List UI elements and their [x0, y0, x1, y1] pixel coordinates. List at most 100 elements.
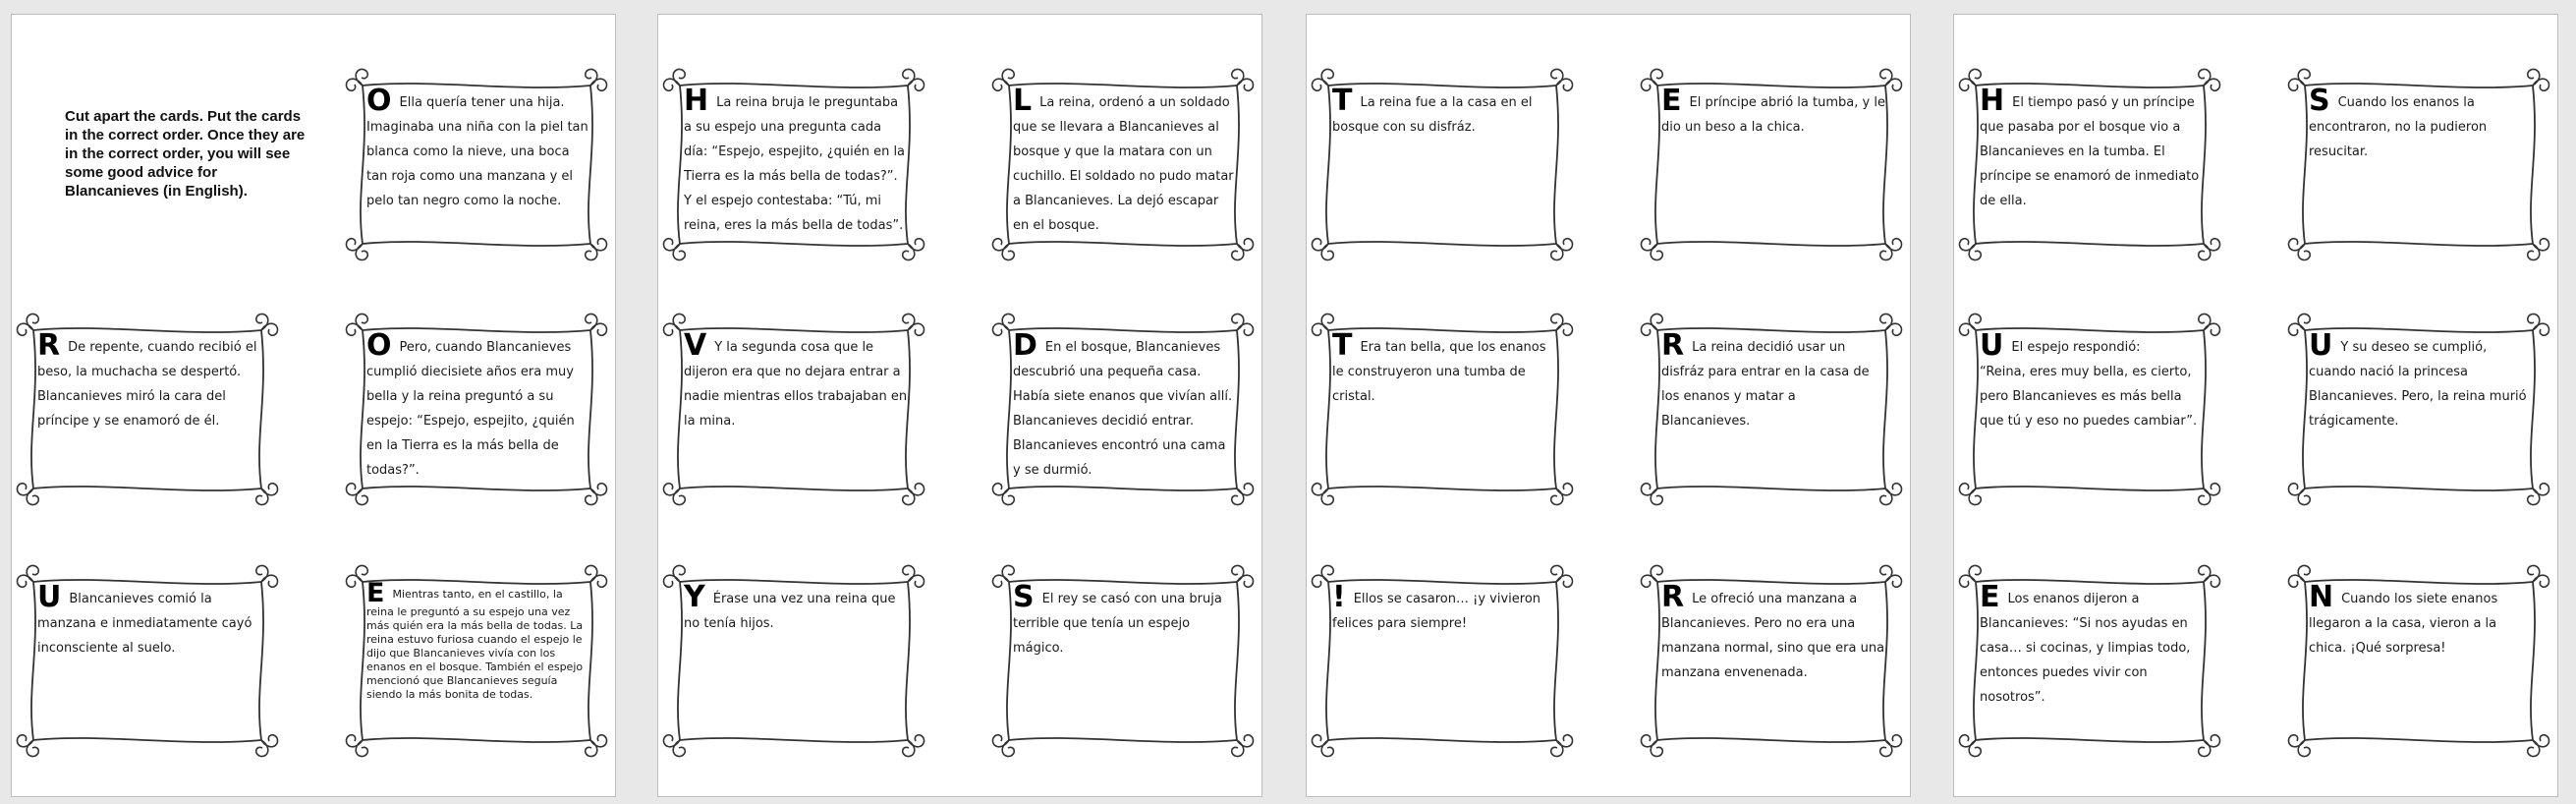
corner-curl	[1884, 574, 1903, 589]
corner-curl	[672, 739, 687, 758]
corner-curl	[672, 243, 687, 261]
corner-curl	[1958, 322, 1977, 337]
corner-curl	[2297, 313, 2312, 331]
card-letter: O	[366, 328, 392, 363]
card-letter: O	[366, 84, 392, 118]
corner-curl	[260, 482, 279, 496]
corner-curl	[1958, 574, 1977, 589]
corner-curl	[2203, 733, 2221, 748]
corner-curl	[662, 574, 681, 589]
card-letter: H	[684, 84, 709, 118]
corner-curl	[1884, 237, 1903, 252]
corner-curl	[662, 237, 681, 252]
corner-curl	[991, 78, 1010, 92]
corner-curl	[901, 313, 916, 331]
corner-curl	[1230, 488, 1245, 506]
corner-curl	[584, 488, 598, 506]
corner-curl	[345, 733, 364, 748]
corner-curl	[1650, 739, 1664, 758]
corner-curl	[1320, 68, 1335, 86]
corner-curl	[260, 733, 279, 748]
card-text: De repente, cuando recibió el beso, la m…	[37, 340, 257, 429]
card-frame	[1958, 68, 2221, 261]
corner-curl	[991, 322, 1010, 337]
corner-curl	[1555, 322, 1574, 337]
card-letter: !	[1332, 580, 1346, 614]
card-letter: U	[37, 580, 62, 614]
corner-curl	[1884, 733, 1903, 748]
corner-curl	[2203, 482, 2221, 496]
corner-curl	[2532, 482, 2550, 496]
card-text: El tiempo pasó y un príncipe que pasaba …	[1980, 95, 2200, 208]
corner-curl	[1311, 482, 1329, 496]
corner-curl	[1650, 243, 1664, 261]
card-letter: U	[2309, 328, 2333, 363]
corner-curl	[1230, 564, 1245, 583]
corner-curl	[355, 243, 369, 261]
card-letter: E	[1980, 580, 2000, 614]
corner-curl	[345, 237, 364, 252]
corner-curl	[355, 68, 369, 86]
corner-curl	[345, 78, 364, 92]
corner-curl	[1650, 313, 1664, 331]
corner-curl	[662, 322, 681, 337]
corner-curl	[1878, 313, 1893, 331]
card-text: Érase una vez una reina que no tenía hij…	[684, 592, 896, 631]
card-text: Y la segunda cosa que le dijeron era que…	[684, 340, 908, 429]
corner-curl	[991, 482, 1010, 496]
card-letter: T	[1332, 328, 1353, 363]
corner-curl	[2287, 482, 2306, 496]
corner-curl	[1650, 68, 1664, 86]
corner-curl	[672, 488, 687, 506]
card-letter: N	[2309, 580, 2334, 614]
corner-curl	[1968, 488, 1983, 506]
card-letter: S	[1013, 580, 1035, 614]
card-letter: H	[1980, 84, 2005, 118]
corner-curl	[26, 313, 40, 331]
card-text: Cuando los enanos la encontraron, no la …	[2309, 95, 2488, 159]
corner-curl	[1236, 237, 1255, 252]
instructions-text: Cut apart the cards. Put the cards in th…	[65, 108, 306, 200]
corner-curl	[355, 564, 369, 583]
corner-curl	[662, 78, 681, 92]
corner-curl	[1001, 243, 1016, 261]
corner-curl	[589, 322, 608, 337]
corner-curl	[1320, 313, 1335, 331]
corner-curl	[1958, 78, 1977, 92]
corner-curl	[584, 313, 598, 331]
corner-curl	[2532, 78, 2550, 92]
corner-curl	[1230, 243, 1245, 261]
corner-curl	[907, 322, 925, 337]
corner-curl	[2532, 574, 2550, 589]
corner-curl	[1311, 574, 1329, 589]
corner-curl	[1878, 488, 1893, 506]
corner-curl	[1968, 564, 1983, 583]
card-frame	[1311, 313, 1574, 506]
corner-curl	[1884, 78, 1903, 92]
card-letter: L	[1013, 84, 1033, 118]
corner-curl	[16, 733, 34, 748]
corner-curl	[584, 564, 598, 583]
card-letter: R	[1661, 328, 1685, 363]
card-frame	[16, 313, 279, 506]
corner-curl	[1320, 564, 1335, 583]
corner-curl	[1958, 237, 1977, 252]
corner-curl	[1555, 482, 1574, 496]
corner-curl	[991, 237, 1010, 252]
corner-curl	[2197, 564, 2212, 583]
corner-curl	[2197, 739, 2212, 758]
corner-curl	[26, 739, 40, 758]
corner-curl	[589, 482, 608, 496]
corner-curl	[1001, 488, 1016, 506]
corner-curl	[589, 574, 608, 589]
corner-curl	[1549, 739, 1564, 758]
card-frame	[1640, 68, 1903, 261]
